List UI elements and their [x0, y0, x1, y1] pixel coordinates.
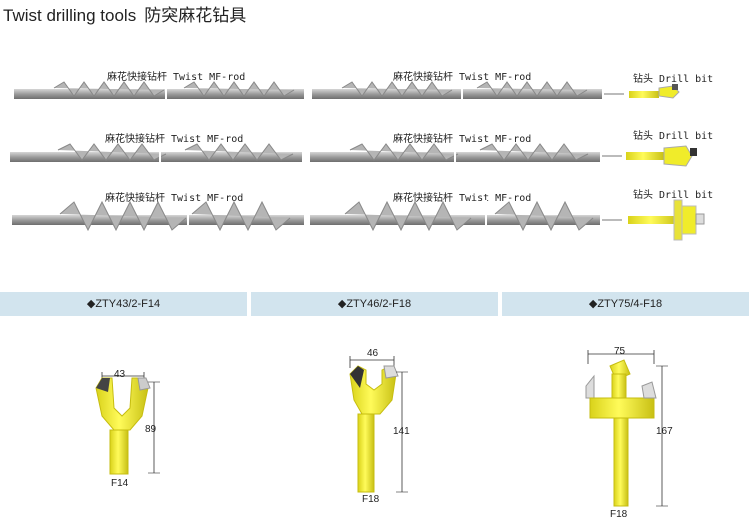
bit-label: 钻头 Drill bit	[633, 74, 714, 85]
drill-bit-medium-image	[602, 145, 697, 167]
drill-bit-zty46-drawing	[349, 356, 408, 493]
rod-label: 麻花快接钻杆 Twist MF-rod	[105, 193, 244, 204]
height-dimension: 89	[145, 424, 157, 435]
twist-rod-image	[10, 143, 302, 168]
width-dimension: 46	[367, 348, 379, 359]
drill-bit-zty43-drawing	[95, 372, 160, 475]
shank-label: F18	[610, 509, 628, 520]
model-name: ◆ZTY46/2-F18	[337, 298, 412, 310]
height-dimension: 141	[393, 426, 410, 437]
bit-label: 钻头 Drill bit	[633, 131, 714, 142]
twist-rod-image	[312, 81, 602, 104]
drill-bit-zty75-drawing	[585, 350, 668, 507]
model-band: ◆ZTY75/4-F18	[502, 292, 749, 316]
height-dimension: 167	[656, 426, 673, 437]
width-dimension: 43	[114, 369, 126, 380]
width-dimension: 75	[614, 346, 626, 357]
model-name: ◆ZTY75/4-F18	[588, 298, 663, 310]
rod-label: 麻花快接钻杆 Twist MF-rod	[393, 193, 532, 204]
twist-rod-image	[310, 143, 600, 168]
rod-label: 麻花快接钻杆 Twist MF-rod	[105, 134, 244, 145]
model-name: ◆ZTY43/2-F14	[86, 298, 161, 310]
twist-rod-image	[14, 81, 304, 104]
twist-rod-image	[12, 200, 304, 240]
drill-bit-small-image	[604, 84, 680, 99]
page-title: Twist drilling tools 防突麻花钻具	[3, 1, 246, 26]
title-english: Twist drilling tools	[3, 6, 137, 25]
shank-label: F14	[111, 478, 129, 489]
twist-rod-image	[310, 200, 600, 240]
rod-label: 麻花快接钻杆 Twist MF-rod	[107, 72, 246, 83]
title-chinese: 防突麻花钻具	[144, 6, 247, 25]
drill-bit-large-image	[602, 199, 705, 241]
model-band: ◆ZTY43/2-F14	[0, 292, 247, 316]
bit-label: 钻头 Drill bit	[633, 190, 714, 201]
rod-label: 麻花快接钻杆 Twist MF-rod	[393, 72, 532, 83]
shank-label: F18	[362, 494, 380, 505]
model-band: ◆ZTY46/2-F18	[251, 292, 498, 316]
rod-label: 麻花快接钻杆 Twist MF-rod	[393, 134, 532, 145]
